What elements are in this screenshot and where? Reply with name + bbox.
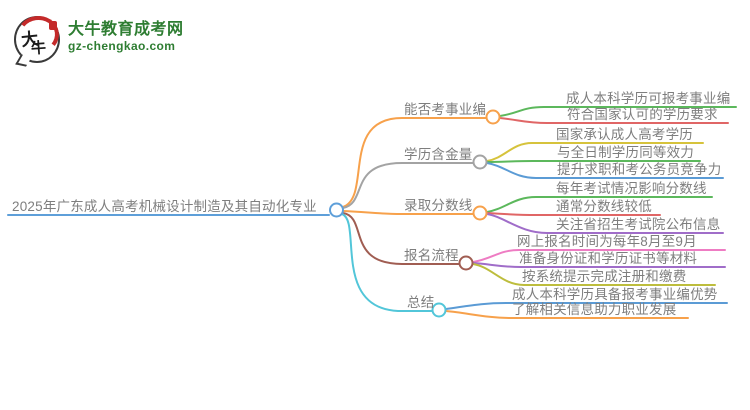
edge-root-branch-1 — [342, 117, 487, 208]
leaf-node-1-1[interactable]: 成人本科学历可报考事业编 — [566, 91, 731, 106]
leaf-node-4-3[interactable]: 按系统提示完成注册和缴费 — [522, 269, 687, 284]
branch-node-career-eligibility[interactable]: 能否考事业编 — [404, 102, 487, 117]
branch-node-summary[interactable]: 总结 — [407, 295, 435, 310]
edge-branch4-leaf3 — [472, 263, 716, 286]
logo-speech-bubble-icon: 大 牛 — [14, 13, 62, 67]
leaf-node-1-2[interactable]: 符合国家认可的学历要求 — [567, 107, 718, 122]
leaf-node-2-3[interactable]: 提升求职和考公务员竞争力 — [557, 162, 722, 177]
edge-root-branch-4 — [342, 212, 460, 265]
leaf-node-4-2[interactable]: 准备身份证和学历证书等材料 — [519, 251, 698, 266]
logo-text-block: 大牛教育成考网 gz-chengkao.com — [68, 16, 184, 54]
site-name: 大牛教育成考网 — [68, 21, 184, 38]
edge-branch1-leaf2 — [499, 117, 729, 124]
edge-branch2-leaf2 — [486, 160, 701, 163]
leaf-node-4-1[interactable]: 网上报名时间为每年8月至9月 — [517, 234, 697, 249]
root-node-label[interactable]: 2025年广东成人高考机械设计制造及其自动化专业 — [12, 199, 317, 214]
edge-root-branch-5 — [341, 213, 433, 312]
edge-branch3-leaf2 — [486, 212, 661, 216]
leaf-node-5-1[interactable]: 成人本科学历具备报考事业编优势 — [512, 287, 718, 302]
logo-seal-icon — [49, 21, 57, 30]
branch4-node-circle[interactable] — [458, 255, 474, 271]
branch-node-degree-value[interactable]: 学历含金量 — [404, 147, 473, 162]
edge-branch1-leaf1 — [499, 106, 737, 117]
edge-branch4-leaf1 — [472, 249, 726, 263]
leaf-node-3-2[interactable]: 通常分数线较低 — [556, 199, 652, 214]
site-domain: gz-chengkao.com — [68, 39, 176, 53]
edge-branch3-leaf1 — [486, 196, 713, 213]
edge-branch3-leaf3 — [486, 213, 724, 234]
edge-branch5-leaf2 — [445, 310, 689, 319]
root-node-circle[interactable] — [329, 202, 344, 218]
leaf-node-5-2[interactable]: 了解相关信息助力职业发展 — [512, 302, 677, 317]
leaf-node-2-2[interactable]: 与全日制学历同等效力 — [557, 145, 694, 160]
branch2-node-circle[interactable] — [472, 154, 488, 170]
edge-root-branch-2 — [342, 162, 474, 209]
edge-branch4-leaf2 — [472, 262, 726, 268]
edge-branch5-leaf1 — [445, 302, 728, 310]
edge-branch2-leaf1 — [486, 142, 704, 162]
leaf-node-3-1[interactable]: 每年考试情况影响分数线 — [556, 181, 707, 196]
branch1-node-circle[interactable] — [485, 109, 501, 125]
site-logo[interactable]: 大 牛 大牛教育成考网 gz-chengkao.com — [14, 13, 184, 67]
branch3-node-circle[interactable] — [472, 205, 488, 221]
leaf-node-2-1[interactable]: 国家承认成人高考学历 — [556, 127, 693, 142]
branch-node-registration-process[interactable]: 报名流程 — [404, 248, 459, 263]
edge-root-branch-3 — [342, 210, 474, 215]
branch5-node-circle[interactable] — [431, 302, 447, 318]
branch-node-admission-score[interactable]: 录取分数线 — [404, 198, 473, 213]
leaf-node-3-3[interactable]: 关注省招生考试院公布信息 — [556, 217, 721, 232]
edge-branch2-leaf3 — [486, 162, 724, 179]
